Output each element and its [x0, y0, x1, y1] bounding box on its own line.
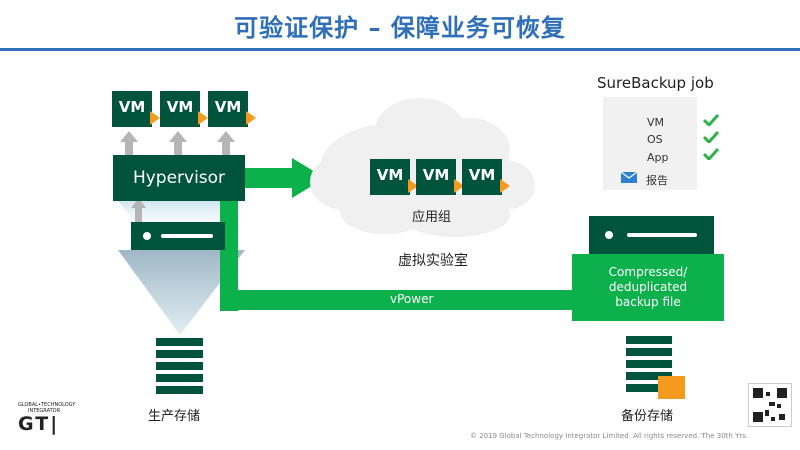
vm-block: VM [112, 91, 160, 127]
vpower-horizontal [220, 290, 575, 310]
backup-file-line: deduplicated [608, 280, 688, 294]
report-label: 报告 [646, 174, 668, 187]
company-logo-text: GLOBAL•TECHNOLOGY INTEGRATOR [18, 402, 75, 414]
surebackup-title: SureBackup job [597, 74, 714, 92]
vm-label: VM [118, 98, 146, 116]
play-icon [150, 111, 160, 125]
backup-file-box: Compressed/ deduplicated backup file [572, 254, 724, 321]
qr-code-icon [748, 383, 792, 427]
check-icon [703, 114, 719, 126]
logo-line: INTEGRATOR [28, 408, 61, 414]
play-icon [198, 111, 208, 125]
app-group-label: 应用组 [412, 210, 452, 225]
play-icon [408, 179, 418, 193]
production-storage-label: 生产存储 [148, 409, 201, 424]
check-icon [703, 148, 719, 160]
surebackup-item: VM [647, 116, 665, 129]
vm-label: VM [468, 166, 496, 184]
logo-line: GLOBAL•TECHNOLOGY [18, 402, 76, 408]
vm-label: VM [376, 166, 404, 184]
play-icon [454, 179, 464, 193]
page-title: 可验证保护 – 保障业务可恢复 [234, 14, 566, 42]
play-icon [246, 111, 256, 125]
surebackup-panel [603, 97, 697, 190]
surebackup-item: App [647, 151, 669, 164]
vm-block: VM [208, 91, 256, 127]
hypervisor-block: Hypervisor [113, 155, 245, 201]
vm-block: VM [462, 159, 510, 195]
arrow-up-icon [120, 131, 235, 225]
backup-storage-label: 备份存储 [621, 409, 674, 424]
backup-file-line: Compressed/ [608, 265, 688, 279]
play-icon [500, 179, 510, 193]
virtual-lab-label: 虚拟实验室 [398, 253, 468, 269]
backup-file-line: backup file [615, 295, 681, 309]
storage-cone [118, 250, 245, 335]
copyright-footer: © 2019 Global Technology Integrator Limi… [470, 432, 749, 440]
vm-label: VM [166, 98, 194, 116]
company-logo: GT| [18, 413, 60, 435]
arrow-right-icon [292, 158, 325, 198]
check-icon [703, 131, 719, 143]
vm-label: VM [214, 98, 242, 116]
surebackup-item: OS [647, 133, 663, 146]
mail-icon [621, 172, 637, 183]
server-icon [131, 222, 225, 250]
vm-block: VM [370, 159, 418, 195]
server-icon [589, 216, 714, 254]
title-divider [0, 48, 800, 51]
vm-block: VM [160, 91, 208, 127]
vpower-label: vPower [390, 292, 434, 306]
vm-block: VM [416, 159, 464, 195]
hypervisor-link-bar [245, 168, 293, 188]
vm-label: VM [422, 166, 450, 184]
backup-square-icon [658, 376, 685, 399]
